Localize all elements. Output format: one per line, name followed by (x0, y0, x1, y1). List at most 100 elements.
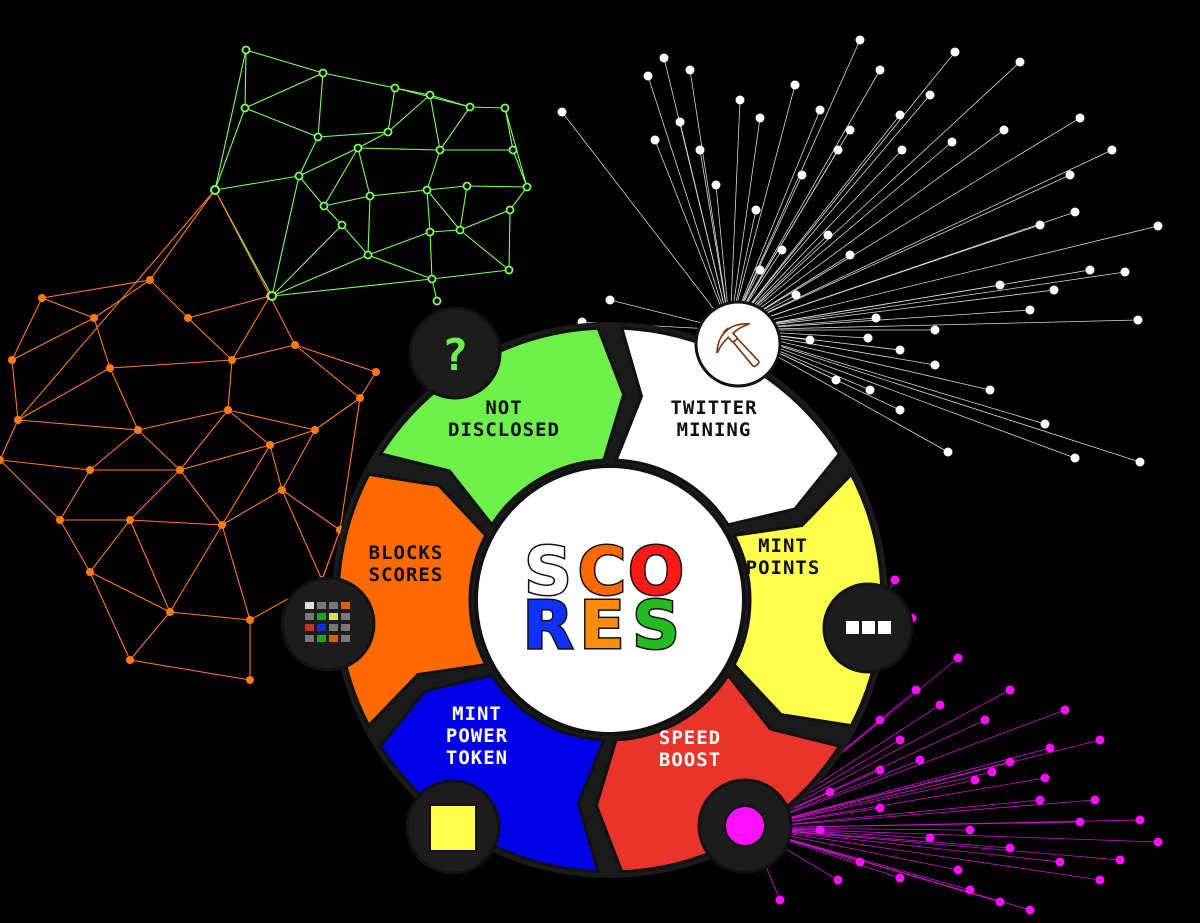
magenta-node (875, 765, 885, 775)
magenta-node (953, 653, 963, 663)
orange-node (184, 314, 192, 322)
white-node (791, 290, 801, 300)
white-node (805, 335, 815, 345)
orange-node (8, 356, 16, 364)
white-node (845, 250, 855, 260)
white-node (1065, 170, 1075, 180)
white-node (605, 295, 615, 305)
magenta-node (1035, 795, 1045, 805)
segment-label-line: NOT (485, 397, 522, 419)
green-network (210, 45, 532, 306)
white-node (871, 313, 881, 323)
circle-icon (697, 778, 793, 874)
white-node (1135, 457, 1145, 467)
white-node (755, 113, 765, 123)
scoreboard-cell (329, 613, 338, 620)
green-node (522, 182, 532, 192)
orange-node (218, 521, 226, 529)
magenta-node (980, 715, 990, 725)
orange-node (266, 441, 274, 449)
junction-node (267, 291, 277, 301)
white-node (557, 107, 567, 117)
magenta-node (815, 825, 825, 835)
white-node (930, 360, 940, 370)
green-node (313, 132, 323, 142)
logo-letter: S (524, 533, 572, 610)
orange-node (86, 466, 94, 474)
orange-node (126, 656, 134, 664)
magenta-node (995, 897, 1005, 907)
green-node (425, 90, 435, 100)
scoreboard-cell (329, 624, 338, 631)
white-node (863, 333, 873, 343)
green-node (383, 127, 393, 137)
magenta-node (1045, 743, 1055, 753)
orange-node (356, 394, 364, 402)
scoreboard-cell (317, 624, 326, 631)
scoreboard-cell (341, 635, 350, 642)
scoreboard-cell (305, 602, 314, 609)
scoreboard-cell (317, 602, 326, 609)
magenta-node (1005, 843, 1015, 853)
orange-node (291, 341, 299, 349)
white-node (1133, 315, 1143, 325)
orange-node (134, 426, 142, 434)
logo-letter: E (579, 587, 624, 664)
magenta-node (1153, 837, 1163, 847)
magenta-node (1135, 815, 1145, 825)
white-node (1120, 267, 1130, 277)
green-node (318, 68, 328, 78)
orange-node (126, 516, 134, 524)
green-node (241, 45, 251, 55)
magenta-node (1040, 773, 1050, 783)
magenta-node (1095, 875, 1105, 885)
logo-letter: O (628, 533, 684, 610)
magenta-node (965, 885, 975, 895)
white-node (1070, 453, 1080, 463)
question-icon-badge (408, 306, 502, 400)
green-node (422, 185, 432, 195)
segment-label-line: SPEED (659, 727, 721, 749)
magenta-node (855, 857, 865, 867)
white-node (1040, 419, 1050, 429)
white-node (1049, 285, 1059, 295)
white-node (797, 170, 807, 180)
magenta-node (890, 575, 900, 585)
segment-label-line: POINTS (746, 557, 821, 579)
green-node (465, 102, 475, 112)
scoreboard-cell (329, 635, 338, 642)
magenta-node (875, 715, 885, 725)
square-icon (405, 779, 501, 875)
white-node (675, 117, 685, 127)
scoreboard-cell (341, 602, 350, 609)
white-node (1075, 113, 1085, 123)
white-node (950, 47, 960, 57)
magenta-node (911, 685, 921, 695)
white-node (735, 95, 745, 105)
green-node (365, 191, 375, 201)
white-node (1025, 305, 1035, 315)
white-node (650, 135, 660, 145)
scoreboard-cell (317, 635, 326, 642)
orange-node (224, 406, 232, 414)
segment-label-line: TWITTER (670, 397, 757, 419)
scoreboard-cell (341, 624, 350, 631)
white-node (685, 65, 695, 75)
orange-node (176, 466, 184, 474)
segment-label-line: BLOCKS (369, 542, 444, 564)
magenta-node (953, 865, 963, 875)
scoreboard-cell (341, 613, 350, 620)
white-node (751, 205, 761, 215)
ellipsis-icon (822, 582, 914, 674)
white-node (1085, 265, 1095, 275)
orange-node (38, 294, 46, 302)
green-node (508, 145, 518, 155)
green-node (455, 225, 465, 235)
green-node (353, 143, 363, 153)
white-node (1107, 145, 1117, 155)
green-node (425, 227, 435, 237)
